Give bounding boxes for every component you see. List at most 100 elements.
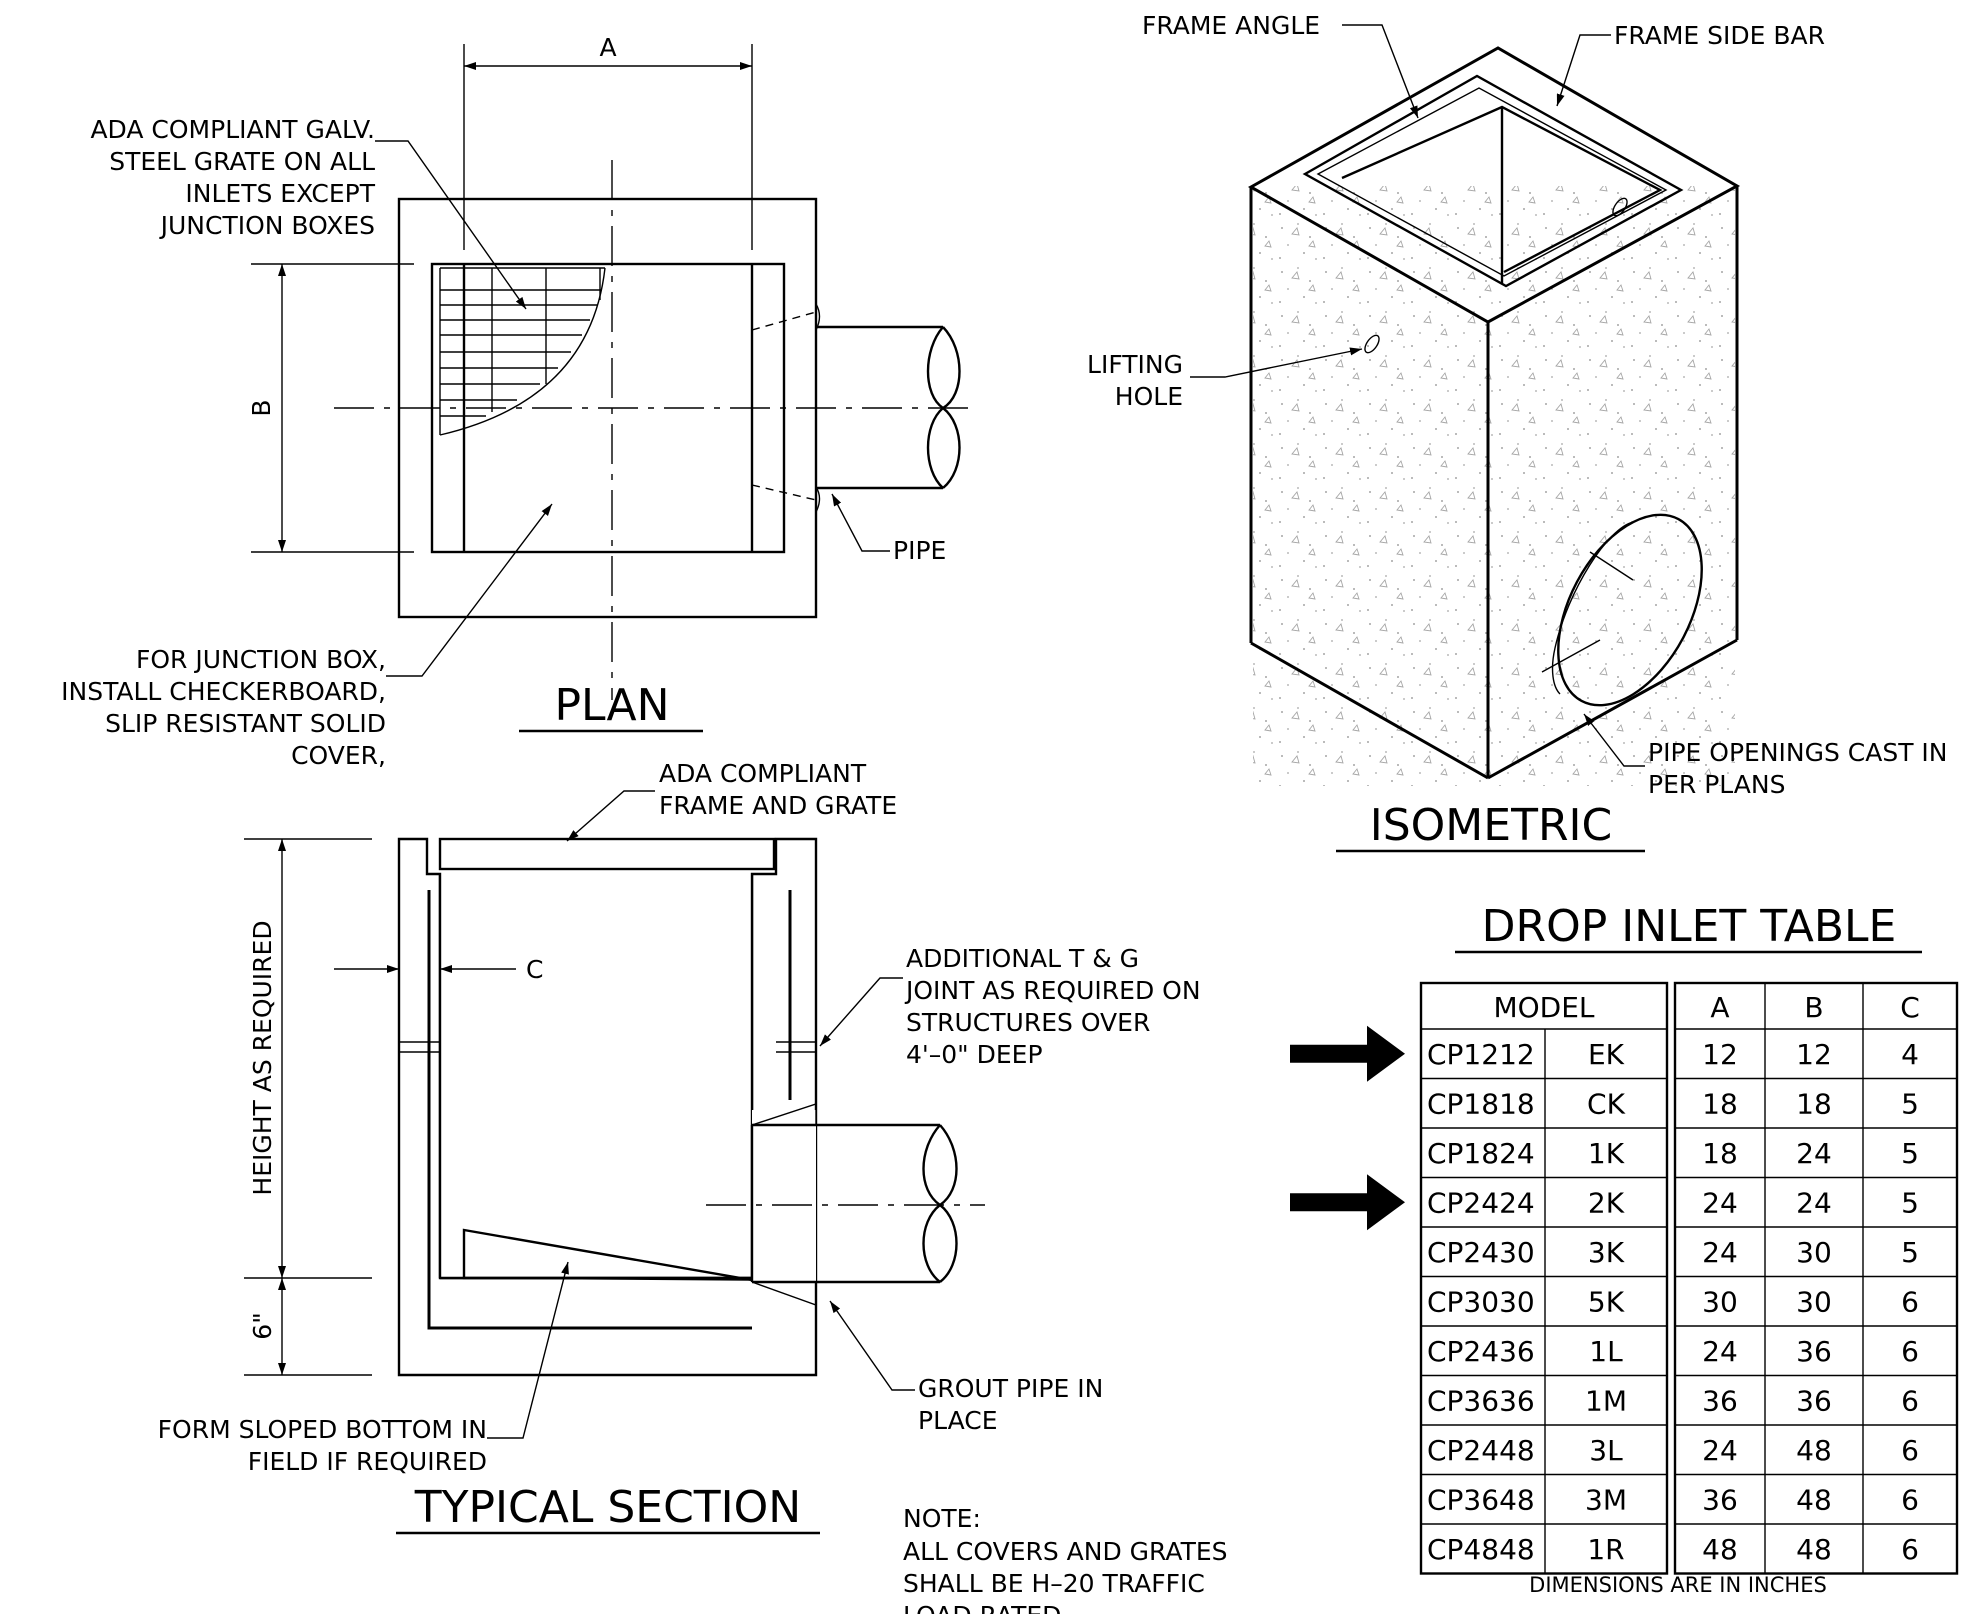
table-cell: 1M bbox=[1585, 1385, 1627, 1418]
table-header-model: MODEL bbox=[1493, 991, 1594, 1024]
svg-text:PLACE: PLACE bbox=[918, 1406, 998, 1435]
section-c-label: C bbox=[526, 955, 543, 984]
plan-pipe-label: PIPE bbox=[893, 536, 946, 565]
section-title: TYPICAL SECTION bbox=[414, 1482, 801, 1533]
plan-grate bbox=[439, 267, 606, 436]
iso-frame-angle-leader bbox=[1342, 24, 1419, 119]
dimension-a-label: A bbox=[599, 33, 616, 62]
iso-lifting-hole-label: LIFTING bbox=[1087, 350, 1183, 379]
iso-frame-outer bbox=[1302, 74, 1684, 288]
svg-text:FRAME AND GRATE: FRAME AND GRATE bbox=[659, 791, 897, 820]
plan-cover-leader bbox=[386, 503, 553, 677]
table-cell: 6 bbox=[1901, 1533, 1919, 1566]
plan-title: PLAN bbox=[554, 680, 669, 731]
table-footnote: DIMENSIONS ARE IN INCHES bbox=[1529, 1573, 1827, 1597]
iso-frame-inner bbox=[1316, 87, 1668, 277]
table-header-c: C bbox=[1900, 991, 1920, 1024]
iso-bottom-left-edge bbox=[1250, 641, 1489, 780]
svg-text:JOINT AS REQUIRED ON: JOINT AS REQUIRED ON bbox=[904, 976, 1201, 1005]
table-cell: 36 bbox=[1702, 1385, 1738, 1418]
table-cell: CP1212 bbox=[1427, 1038, 1535, 1071]
table-cell: EK bbox=[1588, 1038, 1625, 1071]
section-six-inch-label: 6" bbox=[248, 1312, 277, 1339]
svg-text:COVER,: COVER, bbox=[291, 741, 386, 770]
row-arrows bbox=[1290, 1025, 1405, 1231]
svg-text:4'–0" DEEP: 4'–0" DEEP bbox=[906, 1040, 1043, 1069]
section-sloped-label: FORM SLOPED BOTTOM IN bbox=[158, 1415, 487, 1444]
table-cell: 5 bbox=[1901, 1088, 1919, 1121]
table-cell: CP3636 bbox=[1427, 1385, 1535, 1418]
table-cell: 24 bbox=[1796, 1137, 1832, 1170]
iso-pipe-openings-label: PIPE OPENINGS CAST IN bbox=[1648, 738, 1948, 767]
table-cell: CP1824 bbox=[1427, 1137, 1535, 1170]
plan-cover-note: FOR JUNCTION BOX, INSTALL CHECKERBOARD, … bbox=[61, 645, 386, 770]
table-cell: 6 bbox=[1901, 1385, 1919, 1418]
iso-pipe-opening bbox=[1541, 513, 1703, 707]
table-cell: 36 bbox=[1796, 1385, 1832, 1418]
table-cell: CK bbox=[1587, 1088, 1626, 1121]
section-rebar-left bbox=[427, 890, 752, 1330]
table-cell: 6 bbox=[1901, 1335, 1919, 1368]
plan-grate-cut-arc bbox=[439, 267, 606, 436]
table-cell: 2K bbox=[1588, 1187, 1625, 1220]
table-cell: 6 bbox=[1901, 1286, 1919, 1319]
table-cell: CP4848 bbox=[1427, 1533, 1535, 1566]
table-cell: 36 bbox=[1702, 1484, 1738, 1517]
svg-text:INLETS EXCEPT: INLETS EXCEPT bbox=[185, 179, 375, 208]
svg-text:STEEL GRATE ON ALL: STEEL GRATE ON ALL bbox=[109, 147, 375, 176]
table-cell: 1L bbox=[1589, 1335, 1623, 1368]
dimension-b-label: B bbox=[247, 399, 276, 416]
section-sloped-leader bbox=[487, 1261, 569, 1439]
table-cell: 1K bbox=[1588, 1137, 1625, 1170]
table-cell: 48 bbox=[1796, 1484, 1832, 1517]
table-cell: 24 bbox=[1702, 1434, 1738, 1467]
isometric-title: ISOMETRIC bbox=[1370, 800, 1612, 851]
table-cell: CP2430 bbox=[1427, 1236, 1535, 1269]
iso-pipe-openings-leader bbox=[1583, 713, 1645, 767]
table-header-b: B bbox=[1804, 991, 1823, 1024]
iso-inner-walls bbox=[1341, 105, 1663, 274]
table-cell: CP3030 bbox=[1427, 1286, 1535, 1319]
section-grout-bottom bbox=[751, 1281, 817, 1306]
plan-grate-leader bbox=[375, 140, 527, 310]
table-cell: 18 bbox=[1796, 1088, 1832, 1121]
iso-frame-side-bar-leader bbox=[1556, 34, 1611, 107]
table-cell: 24 bbox=[1702, 1187, 1738, 1220]
table-cell: 24 bbox=[1796, 1187, 1832, 1220]
table-cell: 3M bbox=[1585, 1484, 1627, 1517]
table-cell: 5 bbox=[1901, 1137, 1919, 1170]
table-cell: 12 bbox=[1702, 1038, 1738, 1071]
svg-text:PER PLANS: PER PLANS bbox=[1648, 770, 1785, 799]
svg-text:SHALL BE H–20 TRAFFIC: SHALL BE H–20 TRAFFIC bbox=[903, 1569, 1205, 1598]
plan-pipe bbox=[751, 303, 961, 513]
table-cell: 12 bbox=[1796, 1038, 1832, 1071]
table-cell: 24 bbox=[1702, 1335, 1738, 1368]
table-cell: 36 bbox=[1796, 1335, 1832, 1368]
svg-text:STRUCTURES OVER: STRUCTURES OVER bbox=[906, 1008, 1150, 1037]
iso-lifting-hole bbox=[1364, 334, 1380, 354]
table-header-a: A bbox=[1710, 991, 1729, 1024]
plan-pipe-leader bbox=[831, 493, 890, 552]
svg-text:ADA COMPLIANT GALV.: ADA COMPLIANT GALV. bbox=[90, 115, 375, 144]
row-pointer-arrow-icon bbox=[1290, 1174, 1405, 1231]
section-joint-label: ADDITIONAL T & G bbox=[906, 944, 1139, 973]
iso-frame-angle-label: FRAME ANGLE bbox=[1142, 11, 1320, 40]
table-cell: CP2424 bbox=[1427, 1187, 1535, 1220]
isometric-view: FRAME ANGLE FRAME SIDE BAR LIFTING HOLE … bbox=[1087, 11, 1948, 853]
table-cell: 18 bbox=[1702, 1137, 1738, 1170]
svg-text:FIELD IF REQUIRED: FIELD IF REQUIRED bbox=[248, 1447, 487, 1476]
svg-text:FOR JUNCTION BOX,: FOR JUNCTION BOX, bbox=[136, 645, 386, 674]
general-note: NOTE: ALL COVERS AND GRATES SHALL BE H–2… bbox=[903, 1504, 1228, 1614]
table-cell: 5 bbox=[1901, 1236, 1919, 1269]
section-height-label: HEIGHT AS REQUIRED bbox=[248, 920, 277, 1195]
section-frame-grate-leader bbox=[566, 790, 655, 842]
table-cell: 48 bbox=[1796, 1434, 1832, 1467]
table-cell: 30 bbox=[1796, 1286, 1832, 1319]
